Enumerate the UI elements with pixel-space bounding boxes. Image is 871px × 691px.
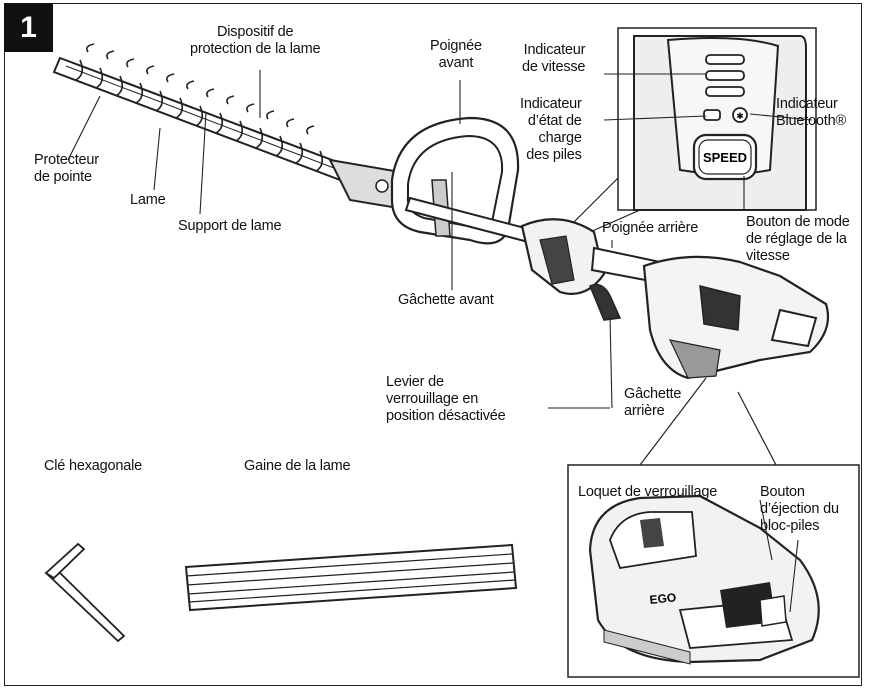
label-bluetooth-indicator: Indicateur Bluetooth® <box>776 96 846 130</box>
speed-bar-1 <box>706 55 744 64</box>
label-hex-key: Clé hexagonale <box>44 458 142 475</box>
label-blade-sheath: Gaine de la lame <box>244 458 350 475</box>
label-locking-latch: Loquet de verrouillage <box>578 484 717 501</box>
label-blade-guard: Dispositif de protection de la lame <box>190 24 320 58</box>
hex-key-graphic <box>46 544 124 641</box>
label-rear-trigger: Gâchette arrière <box>624 386 681 420</box>
label-front-trigger: Gâchette avant <box>398 292 494 309</box>
blade-sheath-graphic <box>186 545 516 610</box>
speed-bar-2 <box>706 71 744 80</box>
label-speed-mode-button: Bouton de mode de réglage de la vitesse <box>746 214 850 265</box>
brand-logo-text: EGO <box>649 590 677 607</box>
battery-led <box>704 110 720 120</box>
label-speed-indicator: Indicateur de vitesse <box>522 42 585 76</box>
label-blade-support: Support de lame <box>178 218 281 235</box>
speed-button-text: SPEED <box>703 150 747 165</box>
svg-text:✱: ✱ <box>736 112 744 122</box>
label-front-handle: Poignée avant <box>430 38 482 72</box>
control-panel-inset: ✱ SPEED <box>572 28 816 232</box>
speed-bar-3 <box>706 87 744 96</box>
label-tip-protector: Protecteur de pointe <box>34 152 99 186</box>
hedge-trimmer-blade <box>54 44 410 210</box>
label-blade: Lame <box>130 192 165 209</box>
label-rear-handle: Poignée arrière <box>602 220 698 237</box>
label-battery-eject-button: Bouton d’éjection du bloc-piles <box>760 484 839 535</box>
label-lockout-lever: Levier de verrouillage en position désac… <box>386 374 506 425</box>
label-battery-indicator: Indicateur d’état de charge des piles <box>520 96 582 164</box>
